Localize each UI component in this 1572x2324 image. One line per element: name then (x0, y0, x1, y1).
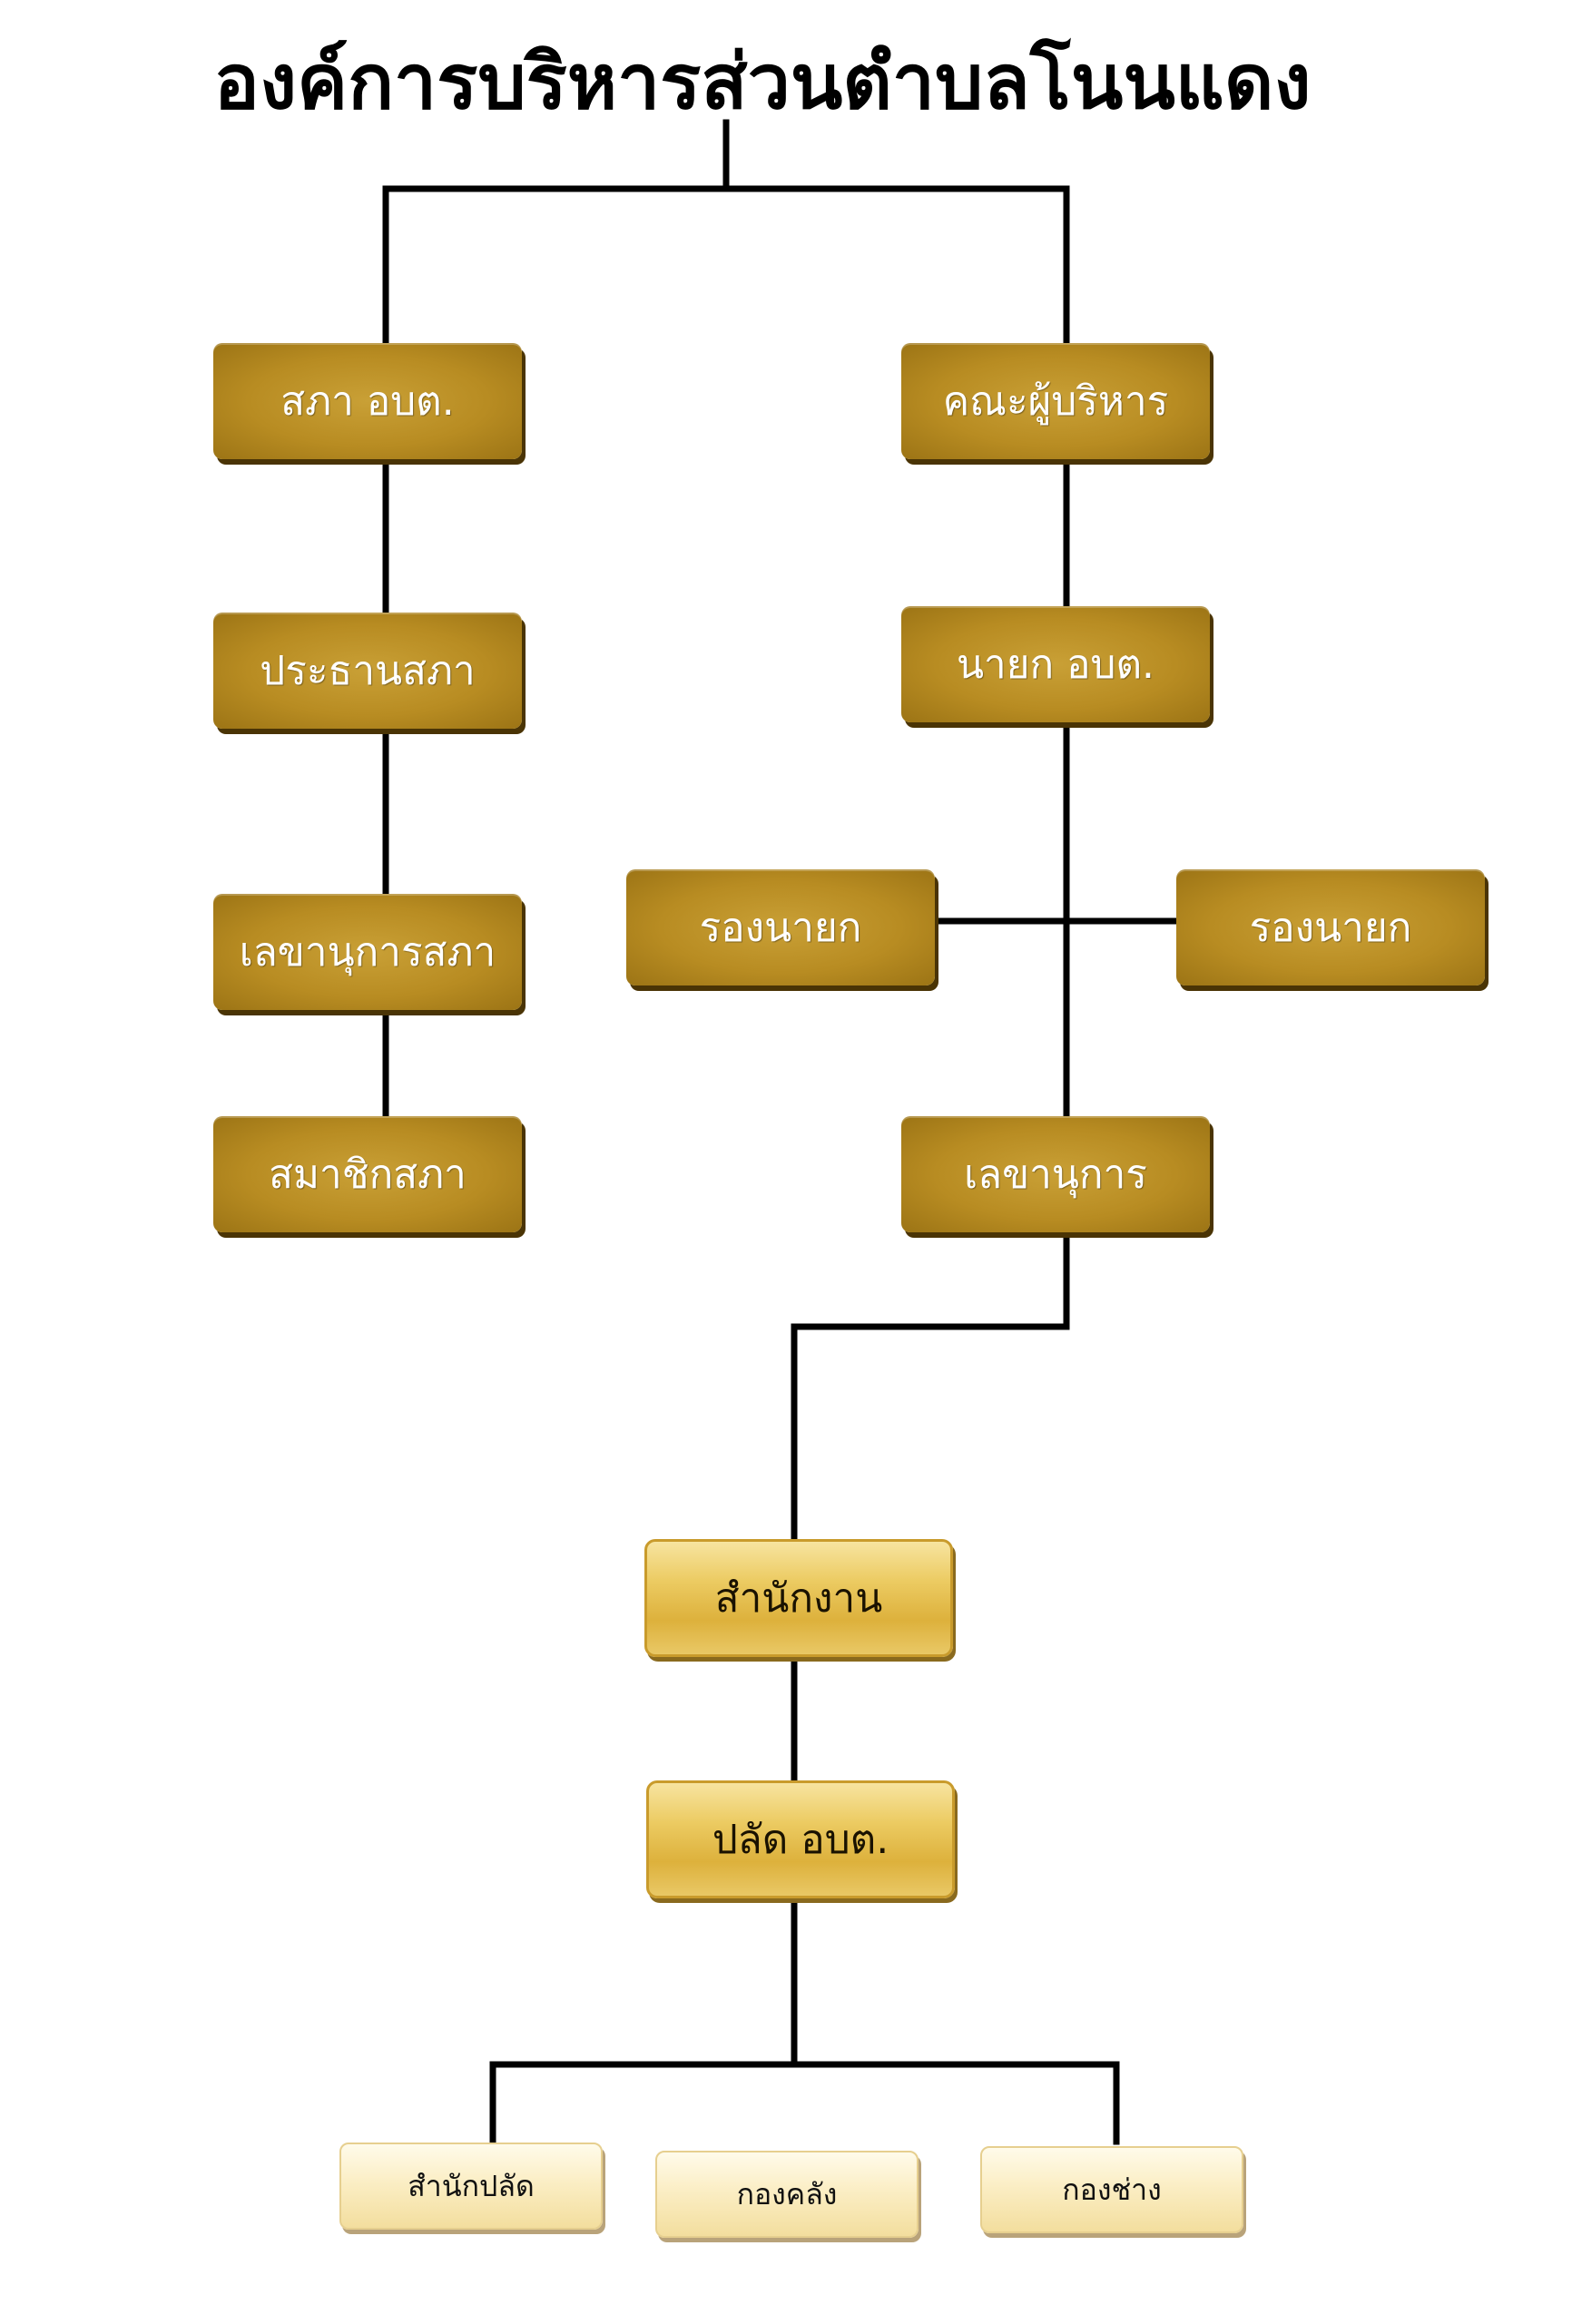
node-office-of-chief-label: สำนักปลัด (408, 2168, 535, 2203)
diagram-title: องค์การบริหารส่วนตำบลโนนแดง (213, 37, 1312, 126)
node-office-label: สำนักงาน (714, 1575, 883, 1622)
node-executives-label: คณะผู้บริหาร (942, 378, 1169, 425)
node-office-of-chief: สำนักปลัด (339, 2143, 603, 2230)
node-deputy-right-label: รองนายก (1249, 905, 1412, 951)
node-council-president: ประธานสภา (213, 613, 522, 729)
node-council-secretary-label: เลขานุการสภา (239, 929, 496, 976)
node-finance-division-label: กองคลัง (736, 2176, 838, 2211)
node-council: สภา อบต. (213, 343, 522, 459)
node-mayor-label: นายก อบต. (956, 642, 1155, 688)
node-finance-division: กองคลัง (655, 2151, 919, 2238)
node-executives: คณะผู้บริหาร (901, 343, 1210, 459)
node-council-secretary: เลขานุการสภา (213, 894, 522, 1010)
node-chief-admin: ปลัด อบต. (646, 1780, 955, 1898)
node-engineering-division-label: กองช่าง (1062, 2172, 1162, 2207)
node-mayor: นายก อบต. (901, 606, 1210, 722)
node-office: สำนักงาน (644, 1539, 953, 1657)
node-engineering-division: กองช่าง (980, 2146, 1243, 2233)
node-council-members-label: สมาชิกสภา (269, 1152, 467, 1198)
node-council-label: สภา อบต. (280, 378, 455, 425)
node-deputy-left-label: รองนายก (699, 905, 862, 951)
node-deputy-right: รองนายก (1176, 869, 1485, 985)
node-secretary: เลขานุการ (901, 1116, 1210, 1232)
node-council-president-label: ประธานสภา (260, 648, 476, 694)
node-secretary-label: เลขานุการ (964, 1152, 1147, 1198)
node-chief-admin-label: ปลัด อบต. (712, 1817, 889, 1863)
node-deputy-left: รองนายก (626, 869, 935, 985)
node-council-members: สมาชิกสภา (213, 1116, 522, 1232)
